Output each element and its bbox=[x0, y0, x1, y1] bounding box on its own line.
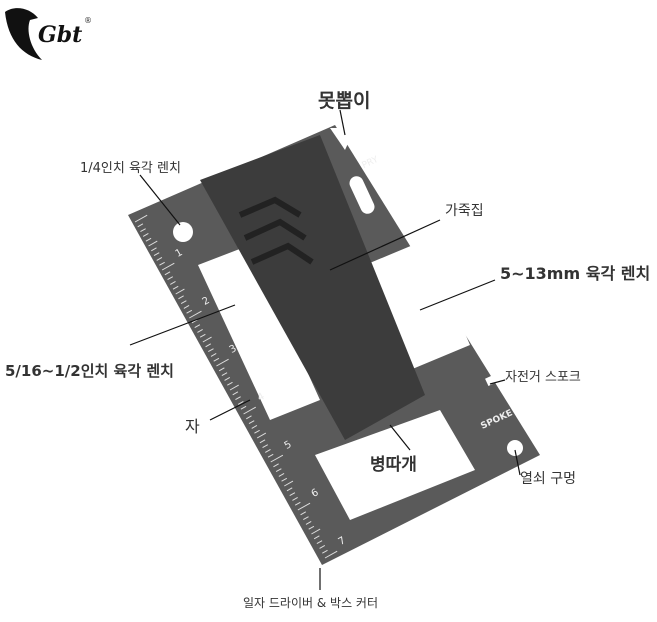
ruler-tick bbox=[156, 257, 163, 261]
ruler-tick bbox=[284, 480, 294, 487]
ruler-tick bbox=[313, 535, 320, 540]
ruler-tick bbox=[243, 406, 256, 415]
ruler-tick bbox=[281, 477, 288, 482]
ruler-tick bbox=[311, 528, 321, 535]
ruler-tick bbox=[178, 295, 184, 300]
ruler-tick bbox=[232, 391, 239, 396]
ruler-tick bbox=[324, 550, 338, 559]
ruler-tick bbox=[248, 420, 255, 425]
ruler-tick bbox=[292, 497, 298, 501]
label-hex-1-4: 1/4인치 육각 렌치 bbox=[80, 161, 181, 176]
hex-hole bbox=[173, 222, 193, 242]
ruler-tick bbox=[186, 309, 193, 314]
ruler-tick bbox=[159, 261, 165, 266]
ruler-tick bbox=[189, 310, 202, 319]
ruler-ticks bbox=[134, 214, 338, 559]
brand-logo-text: Gbt bbox=[38, 22, 83, 48]
spoke-slot bbox=[485, 371, 503, 387]
wrench-cutout-right bbox=[365, 240, 470, 370]
ruler-tick bbox=[254, 429, 260, 434]
ruler-tick bbox=[240, 405, 247, 410]
ruler-tick bbox=[256, 432, 267, 439]
label-key-hole: 열쇠 구멍 bbox=[520, 471, 576, 487]
ruler-tick bbox=[246, 415, 252, 420]
ruler-tick bbox=[308, 525, 315, 530]
ruler-tick bbox=[319, 545, 326, 549]
registered-mark: ® bbox=[84, 16, 92, 25]
ruler-tick bbox=[134, 214, 148, 223]
ruler-tick bbox=[194, 324, 201, 329]
ruler-tick bbox=[267, 453, 274, 458]
pry-slot bbox=[349, 176, 375, 214]
ruler-tick bbox=[180, 300, 187, 305]
ruler-tick bbox=[305, 521, 312, 525]
ruler-tick bbox=[164, 271, 171, 276]
ruler-tick bbox=[300, 511, 307, 516]
label-ruler: 자 bbox=[185, 417, 200, 436]
ruler-tick bbox=[175, 288, 185, 295]
ruler-tick bbox=[172, 285, 179, 290]
wrench-cutout-large bbox=[198, 245, 320, 420]
ruler-tick bbox=[170, 281, 176, 285]
label-bike-spoke: 자전거 스포크 bbox=[505, 370, 581, 385]
ruler-tick bbox=[153, 252, 160, 257]
ruler-tick bbox=[140, 228, 146, 233]
bottle-opener-cutout bbox=[315, 410, 475, 520]
sheath-chevrons bbox=[238, 196, 314, 265]
ruler-tick bbox=[199, 333, 206, 338]
ruler-tick bbox=[151, 247, 157, 252]
ruler-tick bbox=[216, 358, 229, 367]
leader-lines bbox=[129, 109, 521, 590]
label-nail-puller: 못뽑이 bbox=[318, 90, 371, 112]
ruler-tick bbox=[294, 501, 301, 506]
ruler-tick bbox=[229, 384, 239, 391]
ruler-tick bbox=[137, 223, 144, 228]
ruler-tick bbox=[286, 487, 293, 492]
ruler-tick bbox=[224, 377, 231, 381]
label-hex-5-16-1-2: 5/16~1/2인치 육각 렌치 bbox=[5, 362, 174, 380]
logo-eagle-icon bbox=[5, 8, 42, 60]
key-hole bbox=[507, 440, 523, 456]
ruler-tick bbox=[161, 262, 175, 271]
ruler-tick bbox=[316, 540, 323, 545]
ruler-tick bbox=[145, 237, 152, 242]
ruler-tick bbox=[278, 473, 285, 477]
ruler-tick bbox=[237, 401, 244, 405]
ruler-tick bbox=[218, 367, 225, 372]
label-bottle-opener: 병따개 bbox=[370, 455, 417, 475]
ruler-tick bbox=[322, 549, 328, 554]
nail-puller-notch bbox=[330, 128, 355, 150]
ruler-tick bbox=[208, 348, 214, 353]
ruler-tick bbox=[197, 329, 203, 333]
ruler-tick bbox=[142, 233, 149, 237]
ruler-tick bbox=[297, 502, 311, 511]
ruler-tick bbox=[275, 468, 282, 473]
ruler-tick bbox=[183, 305, 190, 309]
ruler-tick bbox=[265, 449, 271, 453]
ruler-tick bbox=[289, 492, 296, 497]
ruler-tick bbox=[251, 425, 258, 429]
ruler-tick bbox=[270, 454, 284, 463]
label-hex-5-13mm: 5~13mm 육각 렌치 bbox=[500, 264, 651, 283]
ruler-tick bbox=[213, 357, 220, 362]
ruler-tick bbox=[148, 240, 158, 247]
label-screwdriver-box-cutter: 일자 드라이버 & 박스 커터 bbox=[243, 596, 379, 610]
ruler-tick bbox=[221, 372, 228, 377]
ruler-tick bbox=[273, 463, 279, 468]
ruler-tick bbox=[227, 381, 233, 386]
ruler-tick bbox=[210, 353, 217, 357]
ruler-tick bbox=[235, 396, 241, 401]
ruler-tick bbox=[167, 276, 174, 281]
ruler-tick bbox=[205, 343, 212, 348]
ruler-tick bbox=[202, 336, 212, 343]
label-leather-sheath: 가죽집 bbox=[445, 203, 484, 219]
ruler-tick bbox=[303, 516, 309, 521]
ruler-tick bbox=[262, 444, 269, 449]
ruler-tick bbox=[259, 439, 266, 444]
